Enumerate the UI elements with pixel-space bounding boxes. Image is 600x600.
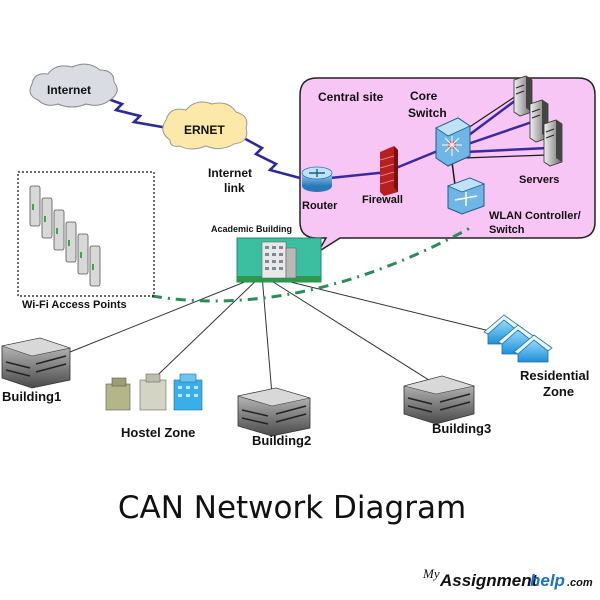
- lan-links: [69, 274, 507, 396]
- internet-cloud-icon: [29, 63, 118, 108]
- core-switch-label-2: Switch: [408, 106, 447, 120]
- academic-building-label: Academic Building: [211, 224, 292, 234]
- hostel-zone-label: Hostel Zone: [121, 425, 195, 440]
- wifi-access-point-icon: [29, 185, 101, 287]
- core-switch-icon: [435, 117, 471, 167]
- central-site-label: Central site: [318, 90, 384, 104]
- wifi-access-points-label: Wi-Fi Access Points: [22, 299, 127, 311]
- wireless-link: [151, 226, 471, 303]
- watermark-help: help: [530, 571, 565, 590]
- academic-building-icon: [236, 237, 322, 283]
- router-icon: [301, 166, 333, 192]
- residential-zone-label-2: Zone: [543, 384, 574, 399]
- watermark-assignment: Assignment: [439, 571, 539, 590]
- wlan-controller-icon: [446, 177, 486, 215]
- building3-icon: [403, 375, 476, 425]
- firewall-icon: [379, 146, 398, 196]
- wan-links: [99, 94, 301, 180]
- residential-zone-icon: [483, 314, 553, 363]
- building1-icon: [0, 337, 72, 389]
- servers-icon: [513, 75, 563, 167]
- diagram-title: CAN Network Diagram: [118, 490, 466, 526]
- building3-label: Building3: [432, 421, 491, 436]
- internet-link-label: Internet: [208, 166, 252, 180]
- wlan-controller-label: WLAN Controller/: [489, 210, 581, 222]
- internet-link-label-2: link: [224, 181, 245, 195]
- watermark-com: .com: [567, 577, 593, 589]
- ernet-cloud-icon: [162, 101, 248, 150]
- watermark-logo: My Assignment help .com: [422, 566, 593, 590]
- core-switch-label: Core: [410, 89, 438, 103]
- firewall-label: Firewall: [362, 194, 403, 206]
- ernet-label: ERNET: [184, 123, 225, 137]
- internet-label: Internet: [47, 83, 91, 97]
- site-links: [329, 95, 549, 186]
- building2-icon: [237, 387, 311, 437]
- residential-zone-label: Residential: [520, 368, 589, 383]
- building2-label: Building2: [252, 433, 311, 448]
- router-label: Router: [302, 200, 338, 212]
- building1-label: Building1: [2, 389, 61, 404]
- wifi-access-points-group: [17, 171, 155, 297]
- wlan-controller-label-2: Switch: [489, 224, 525, 236]
- servers-label: Servers: [519, 174, 559, 186]
- hostel-zone-icon: [105, 373, 203, 411]
- watermark-my: My: [422, 566, 440, 581]
